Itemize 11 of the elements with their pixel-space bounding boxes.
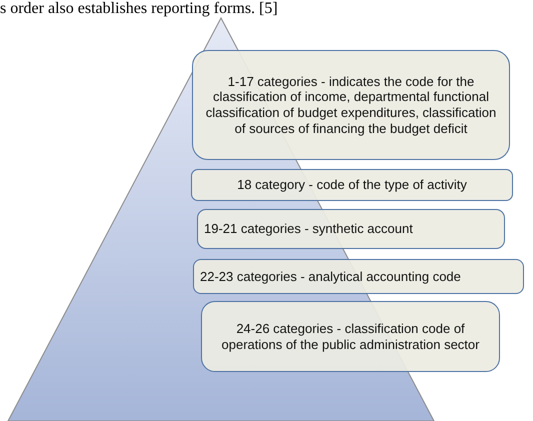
category-box <box>197 209 505 249</box>
body-text: s order also establishes reporting forms. [5] <box>0 0 278 18</box>
category-text: 22-23 categories - analytical accounting code <box>200 268 461 284</box>
category-text: 1-17 categories - indicates the code for the classification of income, departmental functional classification of budget expenditures, classification of sources of financing the budget deficit <box>204 74 498 136</box>
category-box <box>192 50 510 160</box>
category-box <box>193 259 524 294</box>
category-text: 19-21 categories - synthetic account <box>204 221 413 237</box>
category-text: 24-26 categories - classification code of operations of the public administration sector <box>220 320 480 352</box>
category-text: 18 category - code of the type of activity <box>237 177 467 193</box>
category-box <box>201 301 500 372</box>
category-box <box>191 169 513 201</box>
